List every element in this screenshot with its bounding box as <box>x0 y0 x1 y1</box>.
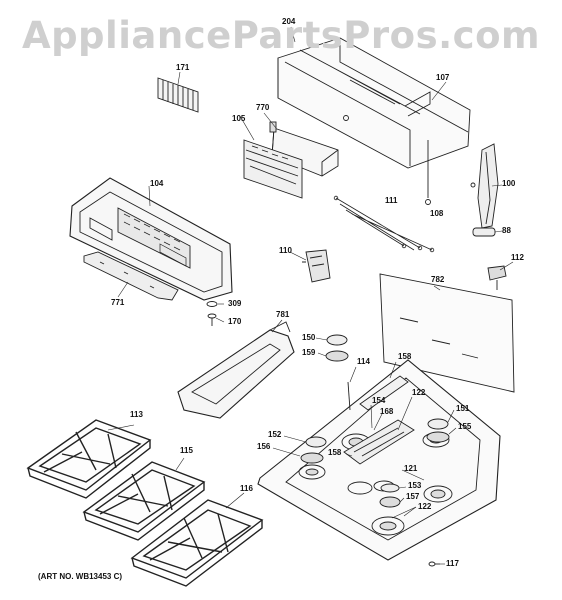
leader-lines <box>107 26 514 565</box>
callout-122-bottom: 122 <box>418 502 432 511</box>
callout-170: 170 <box>228 317 242 326</box>
burner-head-157 <box>379 496 401 508</box>
griddle <box>177 321 295 419</box>
callout-88: 88 <box>502 226 511 235</box>
callout-151: 151 <box>456 404 470 413</box>
callout-152: 152 <box>268 430 282 439</box>
callout-771: 771 <box>111 298 125 307</box>
side-trim <box>470 143 499 229</box>
screw-117 <box>428 561 440 567</box>
callout-781: 781 <box>276 310 290 319</box>
cooktop <box>257 359 501 561</box>
callout-150: 150 <box>302 333 316 342</box>
control-panel <box>69 177 233 301</box>
callout-107: 107 <box>436 73 450 82</box>
spark-module <box>487 265 507 290</box>
rear-panel <box>379 273 515 393</box>
callout-113: 113 <box>130 410 143 419</box>
trim-bar <box>83 251 179 301</box>
backguard-panel <box>277 37 471 198</box>
callout-159: 159 <box>302 348 316 357</box>
switch-110 <box>302 249 331 283</box>
burner-158 <box>359 375 409 411</box>
callout-168: 168 <box>380 407 394 416</box>
callout-171: 171 <box>176 63 190 72</box>
callout-782: 782 <box>431 275 445 284</box>
callout-153: 153 <box>408 481 422 490</box>
callout-156: 156 <box>257 442 271 451</box>
callout-309: 309 <box>228 299 242 308</box>
wire-harness <box>333 195 435 253</box>
callout-110: 110 <box>279 246 292 255</box>
control-board <box>243 139 303 199</box>
callout-157: 157 <box>406 492 420 501</box>
callout-100: 100 <box>502 179 516 188</box>
callout-105: 105 <box>232 114 246 123</box>
grate-right <box>130 499 264 587</box>
callout-158-bottom: 158 <box>328 448 342 457</box>
burner-head-159 <box>325 350 349 362</box>
callout-104: 104 <box>150 179 164 188</box>
screw-170 <box>207 313 217 326</box>
callout-122-top: 122 <box>412 388 426 397</box>
callout-770: 770 <box>256 103 270 112</box>
callout-117: 117 <box>446 559 459 568</box>
callout-121: 121 <box>404 464 418 473</box>
callout-204: 204 <box>282 17 296 26</box>
burner-cap-151 <box>427 418 449 430</box>
art-number: (ART NO. WB13453 C) <box>38 572 123 581</box>
screw-108 <box>425 199 431 205</box>
callout-112: 112 <box>511 253 524 262</box>
clip <box>472 227 496 237</box>
burner-head-155 <box>426 431 450 443</box>
burner-head-156 <box>300 452 324 464</box>
callout-111: 111 <box>385 196 398 205</box>
burner-cap-150 <box>326 334 348 346</box>
callout-114: 114 <box>357 357 370 366</box>
grate-left <box>26 419 152 499</box>
burner-cap-152 <box>305 436 327 448</box>
callout-108: 108 <box>430 209 444 218</box>
nut-309 <box>206 301 218 307</box>
vent-grille <box>157 77 199 113</box>
burner-cap-153 <box>380 483 400 493</box>
callout-116: 116 <box>240 484 253 493</box>
callout-154: 154 <box>372 396 386 405</box>
grate-center <box>82 461 206 541</box>
callout-158-top: 158 <box>398 352 412 361</box>
callout-155: 155 <box>458 422 472 431</box>
callout-115: 115 <box>180 446 193 455</box>
